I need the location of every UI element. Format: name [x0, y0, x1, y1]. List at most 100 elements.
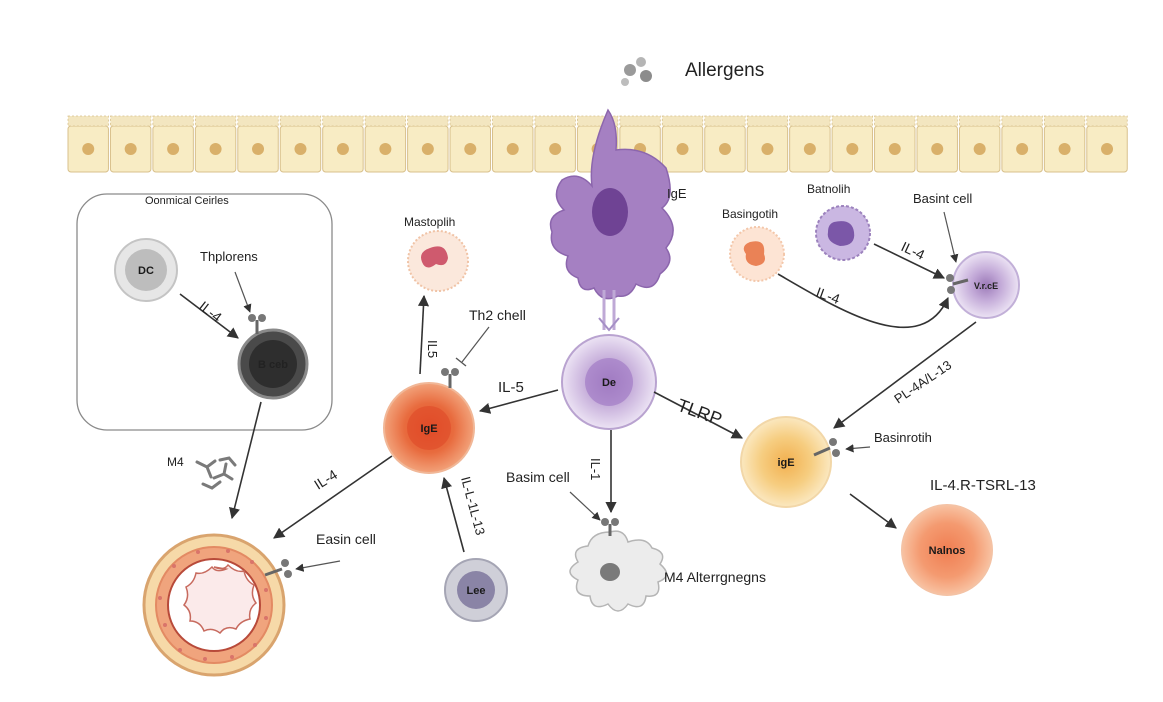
ige-top-label: IgE [667, 186, 687, 201]
epithelial-cilia [534, 115, 576, 127]
il4-box-label: IL-4 [196, 298, 225, 326]
il4-upper-label: IL-4 [899, 238, 928, 263]
nalnos-cell: Nalnos [901, 504, 993, 596]
epithelial-nucleus [761, 143, 774, 155]
thplorens-arrow [234, 271, 252, 313]
basint-cell-top-label: Basint cell [913, 191, 972, 206]
central-t-cell: De [561, 334, 657, 430]
batnolih-label: Batnolih [807, 182, 850, 196]
th2-pointer-bar [455, 357, 467, 367]
basim-cell-label: Basim cell [506, 469, 570, 485]
receptor-icon [946, 274, 969, 294]
batnolih-to-right-arrow [873, 243, 946, 279]
epithelial-nucleus [294, 143, 307, 155]
il5-horiz-label: IL-5 [498, 379, 524, 396]
il4-left-label: IL-4 [311, 466, 340, 492]
basingotih-label: Basingotih [722, 207, 778, 221]
dc-cell: DC [114, 238, 178, 302]
mast-cell [407, 230, 469, 292]
center-to-right-ige-arrow [653, 391, 743, 439]
epithelial-nucleus [549, 143, 562, 155]
center-to-ige-arrow [478, 389, 559, 414]
epithelial-nucleus [846, 143, 859, 155]
epithelium-layer [67, 115, 1128, 173]
receptor-icon [813, 438, 840, 457]
epithelial-cilia [1001, 115, 1043, 127]
center-cell-label: De [602, 377, 616, 389]
mastoplih-label: Mastoplih [404, 215, 455, 229]
epithelial-cilia [492, 115, 534, 127]
right-basophil-cell: V.r.cE [952, 251, 1020, 319]
eosinophil-cell [815, 205, 871, 261]
receptor-icon [248, 314, 266, 334]
epithelial-cilia [577, 115, 619, 127]
epithelial-nucleus [379, 143, 392, 155]
receptor-icon [441, 368, 459, 388]
epithelial-cilia [237, 115, 279, 127]
basophil-cell [729, 226, 785, 282]
th2-cell-label: Th2 chell [469, 307, 526, 323]
right-ige-cell: igE [740, 416, 832, 508]
epithelial-cilia [746, 115, 789, 127]
epithelial-cilia [152, 115, 194, 127]
epithelial-nucleus [676, 143, 689, 155]
epithelial-nucleus [931, 143, 944, 155]
epithelial-cilia [959, 115, 1001, 127]
epithelial-nucleus [82, 143, 95, 155]
epithelial-cilia [874, 115, 916, 127]
receptor-icon [601, 518, 619, 536]
ige-to-airway-arrow [273, 455, 393, 539]
ige-left-label: IgE [420, 423, 437, 435]
small-cell-label: Lee [467, 585, 486, 597]
tlrp-label: TLRP [675, 395, 725, 430]
ige-to-mast-arrow [417, 294, 430, 375]
m4-label: M4 [167, 455, 184, 469]
dc-label: DC [138, 265, 154, 277]
epithelial-nucleus [718, 143, 731, 155]
il1-vert-label: IL-1 [588, 458, 603, 480]
th2-pointer [461, 326, 490, 363]
basinrotih-pointer [845, 444, 871, 453]
b-cell-label: B ceb [258, 359, 288, 371]
epithelial-nucleus [506, 143, 519, 155]
b-cell: B ceb [237, 328, 309, 400]
basim-arrow [569, 491, 601, 521]
easin-arrow [295, 560, 341, 572]
epithelial-nucleus [336, 143, 349, 155]
epithelial-cilia [1043, 115, 1086, 127]
epithelial-cilia [704, 115, 746, 127]
epithelial-nucleus [421, 143, 434, 155]
dc-to-b-arrow [179, 293, 239, 339]
dendritic-cell [549, 108, 674, 332]
b-to-airway-arrow [229, 401, 262, 520]
right-to-yellow-arrow [833, 321, 977, 429]
right-ige-label: igE [777, 457, 794, 469]
basinrotih-label: Basinrotih [874, 430, 932, 445]
easin-cell-label: Easin cell [316, 531, 376, 547]
yellow-to-nalnos-arrow [849, 493, 897, 529]
epithelial-nucleus [888, 143, 901, 155]
epithelial-cilia [194, 115, 237, 127]
epithelial-cilia [619, 115, 661, 127]
epithelial-cilia [1086, 115, 1128, 127]
epithelial-nucleus [464, 143, 477, 155]
small-grey-cell: Lee [444, 558, 508, 622]
lymph-node-box [76, 193, 333, 431]
antibody-cluster-icon [195, 456, 237, 490]
epithelial-cilia [364, 115, 406, 127]
epithelial-nucleus [1101, 143, 1114, 155]
allergen-particles-icon [621, 57, 652, 86]
basophil-curve-arrow [777, 273, 949, 328]
nalnos-label: Nalnos [929, 545, 966, 557]
epithelial-nucleus [124, 143, 137, 155]
thplorens-label: Thplorens [200, 249, 258, 264]
epithelial-cilia [279, 115, 322, 127]
airway-cross-section [142, 533, 286, 677]
m4-allergens-label: M4 Alterrgnegns [664, 569, 766, 585]
il4r-tsrl-label: IL-4.R-TSRL-13 [930, 477, 1036, 494]
allergens-label: Allergens [685, 60, 764, 81]
epithelial-nucleus [252, 143, 265, 155]
epithelial-nucleus [803, 143, 816, 155]
